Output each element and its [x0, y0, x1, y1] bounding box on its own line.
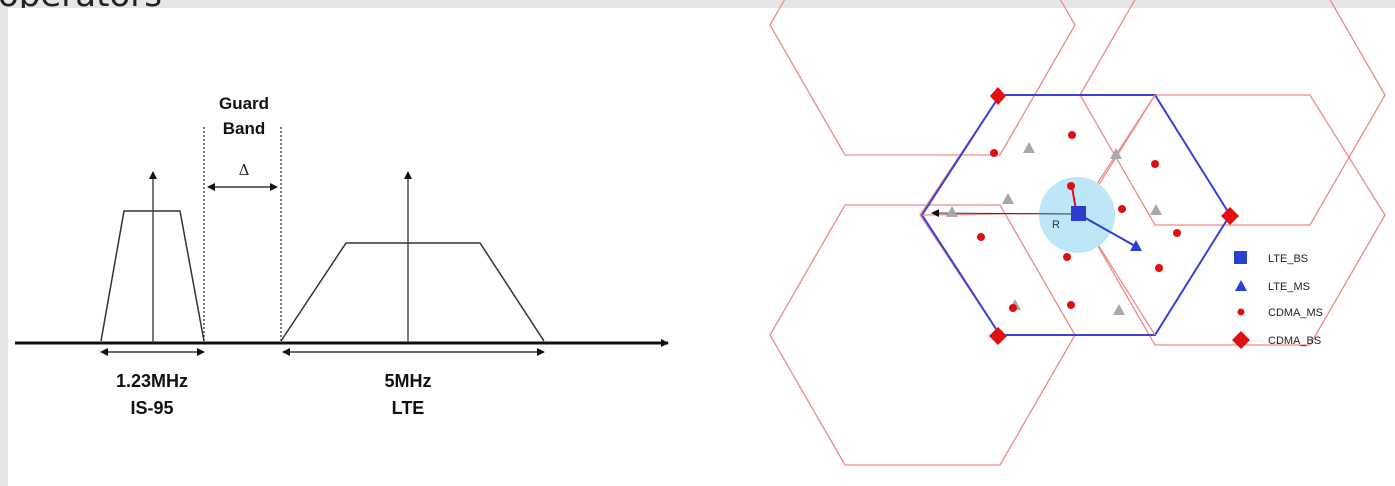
legend-cdma-ms-label: CDMA_MS: [1268, 307, 1323, 319]
cdma-ms-marker: [1118, 205, 1126, 213]
legend-lte-ms-symbol: [1235, 280, 1247, 291]
lte-spectrum-mask: [280, 242, 545, 342]
radius-label: R: [1052, 219, 1060, 231]
lte-bs-marker: [1071, 206, 1086, 221]
title-bar-strip: operators: [0, 0, 1395, 8]
guard-band-delta-label: Δ: [239, 161, 250, 179]
cdma-bs-marker: [990, 87, 1006, 105]
cdma-ms-marker: [1009, 304, 1017, 312]
legend-lte-bs-label: LTE_BS: [1268, 253, 1308, 265]
cdma-ms-marker: [1067, 301, 1075, 309]
grey-ms-marker: [1002, 193, 1014, 204]
grey-ms-marker: [1150, 204, 1162, 215]
legend-cdma-bs-symbol: [1232, 331, 1250, 349]
grey-ms-marker: [1023, 142, 1035, 153]
cdma-ms-group: [977, 131, 1181, 312]
is95-bandwidth-label: 1.23MHz: [116, 371, 188, 391]
cdma-ms-marker: [1068, 131, 1076, 139]
legend: LTE_BS LTE_MS CDMA_MS CDMA_BS: [1232, 251, 1323, 349]
grey-ms-marker: [1113, 304, 1125, 315]
cdma-ms-marker: [990, 149, 998, 157]
is95-spectrum-mask: [100, 210, 205, 342]
legend-cdma-ms-symbol: [1237, 308, 1245, 316]
legend-lte-ms-label: LTE_MS: [1268, 281, 1310, 293]
cdma-cell-bottom-left: [769, 204, 1076, 466]
grey-ms-marker: [1110, 148, 1122, 159]
spectrum-diagram: Guard Band Δ 1.23MHz IS-95 5MHz LTE: [15, 94, 669, 418]
cdma-ms-marker: [1173, 229, 1181, 237]
cdma-cell-top-left: [769, 0, 1076, 156]
cdma-bs-marker: [1221, 207, 1239, 225]
lte-bandwidth-label: 5MHz: [384, 371, 431, 391]
cell-layout-diagram: R: [769, 0, 1386, 466]
cdma-bs-marker: [989, 327, 1007, 345]
page-title: operators: [0, 0, 162, 8]
cdma-ms-marker: [977, 233, 985, 241]
is95-system-label: IS-95: [130, 398, 173, 418]
grey-ms-group: [946, 142, 1162, 315]
cdma-ms-marker: [1155, 264, 1163, 272]
legend-cdma-bs-label: CDMA_BS: [1268, 335, 1321, 347]
cdma-ms-marker: [1151, 160, 1159, 168]
left-border-strip: [0, 8, 8, 486]
lte-ms-marker: [1130, 240, 1142, 251]
cdma-ms-marker: [1063, 253, 1071, 261]
lte-system-label: LTE: [392, 398, 425, 418]
lte-link-line: [1079, 214, 1136, 247]
cdma-cell-top-right: [1079, 0, 1386, 226]
legend-lte-bs-symbol: [1234, 251, 1247, 264]
guard-band-label-line2: Band: [223, 119, 266, 138]
guard-band-label-line1: Guard: [219, 94, 269, 113]
cdma-bs-group: [989, 87, 1239, 345]
grey-ms-marker: [946, 206, 958, 217]
cdma-ms-marker: [1067, 182, 1075, 190]
